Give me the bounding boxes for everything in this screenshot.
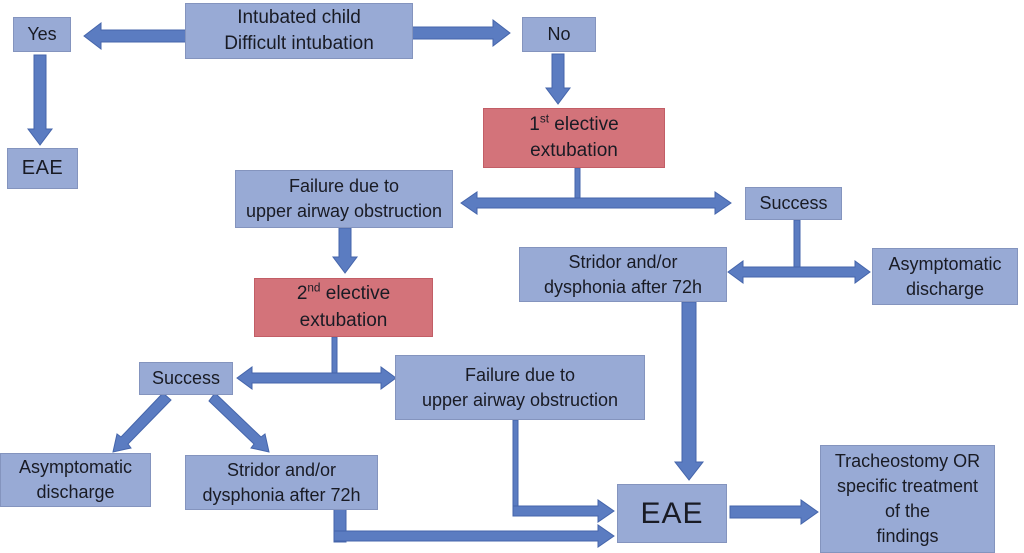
node-label: Stridor and/or dysphonia after 72h — [543, 251, 703, 297]
node-label: Yes — [27, 24, 57, 45]
node-failure-top: Failure due to upper airway obstruction — [235, 170, 453, 228]
node-success-right: Success — [745, 187, 842, 220]
node-failure-bottom: Failure due to upper airway obstruction — [395, 355, 645, 420]
node-label: EAE — [21, 156, 64, 179]
node-stridor-bottom: Stridor and/or dysphonia after 72h — [185, 455, 378, 510]
node-label: Intubated child Difficult intubation — [224, 6, 374, 54]
ordinal-suffix: nd — [307, 281, 321, 295]
node-eae-main: EAE — [617, 484, 727, 543]
node-label: 2nd elective extubation — [296, 281, 391, 331]
node-label: No — [547, 24, 571, 45]
node-label: Tracheostomy OR specific treatment of th… — [834, 451, 981, 546]
node-no: No — [522, 17, 596, 52]
arrow-intubated-child-to-yes — [83, 21, 187, 51]
node-label: 1st elective extubation — [529, 112, 619, 161]
arrow-intubated-child-to-no — [411, 18, 511, 48]
node-eae-left: EAE — [7, 148, 78, 189]
arrow-failure-top-to-second-extubation — [332, 227, 358, 274]
node-second-elective-extubation: 2nd elective extubation — [254, 278, 433, 337]
node-first-elective-extubation: 1st elective extubation — [483, 108, 665, 168]
arrow-first-extubation-branch — [460, 191, 732, 215]
arrow-success-left-to-asymptomatic — [112, 392, 172, 453]
arrow-eae-to-tracheostomy — [729, 499, 819, 525]
node-tracheostomy: Tracheostomy OR specific treatment of th… — [820, 445, 995, 553]
node-label: Stridor and/or dysphonia after 72h — [202, 459, 361, 505]
arrow-success-left-to-stridor — [208, 392, 270, 453]
node-label: Failure due to upper airway obstruction — [245, 176, 443, 221]
node-asymptomatic-left: Asymptomatic discharge — [0, 453, 151, 507]
node-stridor-right: Stridor and/or dysphonia after 72h — [519, 247, 727, 302]
node-intubated-child: Intubated child Difficult intubation — [185, 3, 413, 59]
node-label: Asymptomatic discharge — [18, 457, 133, 502]
arrow-yes-to-eae — [27, 54, 53, 146]
node-label: Asymptomatic discharge — [888, 253, 1002, 299]
node-label: EAE — [640, 496, 704, 530]
node-label: Success — [759, 193, 828, 214]
node-asymptomatic-right: Asymptomatic discharge — [872, 248, 1018, 305]
arrow-no-to-first-extubation — [545, 53, 571, 105]
ordinal-suffix: st — [539, 112, 550, 126]
arrow-stridor-right-to-eae — [673, 301, 705, 481]
connector-failure-bottom-stem — [512, 419, 519, 517]
arrow-success-right-branch — [727, 260, 871, 284]
node-label: Success — [151, 368, 221, 389]
arrow-stridor-bottom-to-eae — [333, 524, 615, 548]
arrow-second-extubation-branch — [236, 366, 397, 390]
node-yes: Yes — [13, 17, 71, 52]
node-success-left: Success — [139, 362, 233, 395]
arrow-failure-bottom-to-eae — [512, 499, 615, 523]
node-label: Failure due to upper airway obstruction — [421, 364, 619, 410]
